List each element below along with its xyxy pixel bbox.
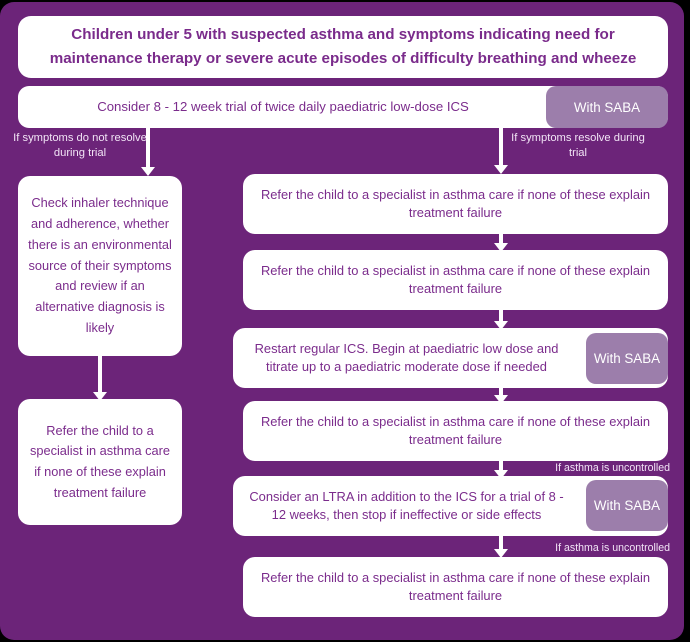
connector-arrow-right-2-to-3: [494, 310, 508, 330]
badge-with-saba-2-text: With SABA: [593, 351, 661, 366]
edge-label-uncontrolled-1: If asthma is uncontrolled: [555, 462, 670, 474]
connector-arrow-right-5-to-6: [494, 536, 508, 558]
step-right-refer-3: Refer the child to a specialist in asthm…: [243, 401, 668, 461]
badge-with-saba-1: With SABA: [546, 86, 668, 128]
connector-arrow-start-to-right: [494, 128, 508, 174]
step-right-refer-4: Refer the child to a specialist in asthm…: [243, 557, 668, 617]
connector-arrow-right-1-to-2: [494, 234, 508, 252]
step-right-refer-4-text: Refer the child to a specialist in asthm…: [260, 569, 651, 603]
step-consider-ltra-text: Consider an LTRA in addition to the ICS …: [249, 488, 564, 522]
badge-with-saba-1-text: With SABA: [573, 99, 641, 115]
connector-arrow-right-4-to-5: [494, 461, 508, 479]
badge-with-saba-2: With SABA: [586, 333, 668, 384]
step-check-inhaler-technique-text: Check inhaler technique and adherence, w…: [28, 195, 172, 335]
badge-with-saba-3: With SABA: [586, 480, 668, 531]
branch-label-symptoms-not-resolved: If symptoms do not resolve during trial: [13, 132, 147, 159]
connector-arrow-left-1-to-2: [93, 356, 107, 401]
flowchart-title-text: Children under 5 with suspected asthma a…: [49, 26, 637, 67]
step-consider-trial-text: Consider 8 - 12 week trial of twice dail…: [97, 98, 469, 114]
step-right-refer-2: Refer the child to a specialist in asthm…: [243, 250, 668, 310]
step-check-inhaler-technique: Check inhaler technique and adherence, w…: [18, 176, 182, 356]
edge-label-uncontrolled-2: If asthma is uncontrolled: [555, 542, 670, 554]
flowchart-title-box: Children under 5 with suspected asthma a…: [18, 16, 668, 78]
step-right-refer-1-text: Refer the child to a specialist in asthm…: [260, 186, 651, 220]
connector-arrow-right-3-to-4: [494, 384, 508, 404]
connector-arrow-start-to-left: [141, 128, 155, 176]
step-right-refer-1: Refer the child to a specialist in asthm…: [243, 174, 668, 234]
badge-with-saba-3-text: With SABA: [593, 498, 661, 513]
branch-label-symptoms-resolved: If symptoms resolve during trial: [511, 132, 645, 159]
step-right-refer-3-text: Refer the child to a specialist in asthm…: [260, 413, 651, 447]
step-right-refer-2-text: Refer the child to a specialist in asthm…: [260, 262, 651, 296]
step-left-refer-specialist: Refer the child to a specialist in asthm…: [18, 399, 182, 525]
step-left-refer-specialist-text: Refer the child to a specialist in asthm…: [29, 422, 171, 500]
step-restart-regular-ics-text: Restart regular ICS. Begin at paediatric…: [254, 340, 559, 374]
